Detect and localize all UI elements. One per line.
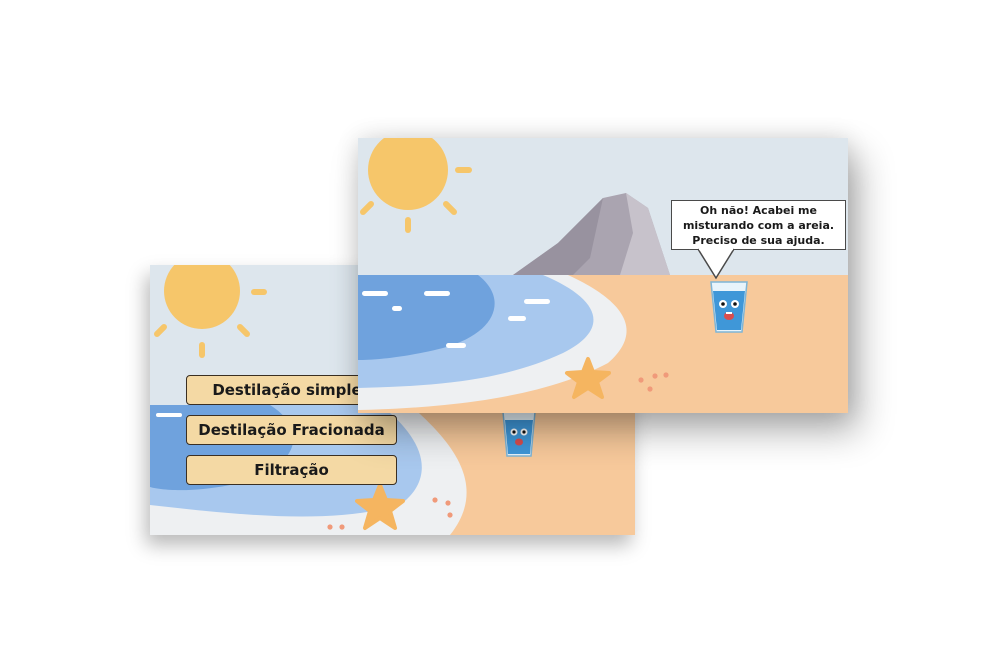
speech-line-1: Oh não! Acabei me bbox=[700, 203, 817, 217]
character-speech-bubble: Oh não! Acabei me misturando com a areia… bbox=[671, 200, 846, 250]
option-fractional-distillation-button[interactable]: Destilação Fracionada bbox=[186, 415, 397, 445]
starfish-icon bbox=[355, 483, 405, 530]
starfish-icon bbox=[565, 357, 611, 399]
speech-bubble-tail bbox=[697, 248, 735, 280]
option-filtration-button[interactable]: Filtração bbox=[186, 455, 397, 485]
speech-line-3: Preciso de sua ajuda. bbox=[692, 233, 825, 247]
sun-icon bbox=[360, 138, 472, 233]
water-glass-character-icon[interactable] bbox=[708, 280, 750, 336]
water-glass-character-icon bbox=[502, 411, 536, 457]
speech-line-2: misturando com a areia. bbox=[682, 218, 835, 232]
mountain-icon bbox=[513, 193, 670, 275]
sun-icon bbox=[154, 265, 267, 358]
intro-screen: Oh não! Acabei me misturando com a areia… bbox=[358, 138, 848, 413]
